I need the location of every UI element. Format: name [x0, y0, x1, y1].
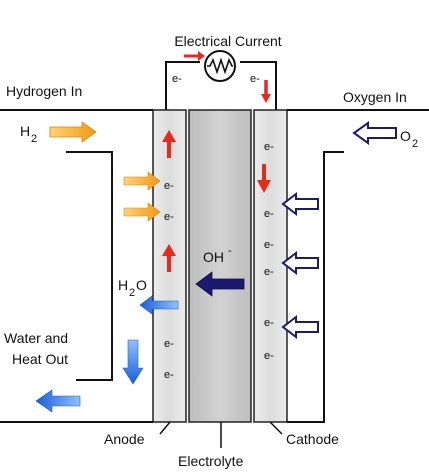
electron-label: e-: [164, 211, 174, 223]
svg-text:2: 2: [31, 133, 37, 145]
svg-text:H: H: [118, 277, 128, 293]
resistor-icon: [204, 50, 236, 82]
current-arrow-red: [184, 51, 205, 61]
electron-label: e-: [250, 73, 260, 85]
electrolyte-layer: [188, 109, 252, 423]
electron-label: e-: [164, 180, 174, 192]
svg-text:2: 2: [412, 138, 418, 150]
svg-text:H: H: [20, 123, 30, 139]
water-down-arrow: [122, 339, 144, 385]
svg-text:2: 2: [129, 287, 135, 299]
cell-housing: [0, 109, 429, 423]
hydrogen-in-label: Hydrogen In: [6, 83, 82, 99]
oxygen-in-label: Oxygen In: [343, 89, 407, 105]
o2-formula: O 2: [400, 128, 418, 150]
cathode-oxygen-arrows: [281, 191, 319, 340]
electron-label: e-: [164, 338, 174, 350]
electron-label: e-: [164, 369, 174, 381]
h2o-formula: H 2 O: [118, 277, 147, 299]
cathode-label: Cathode: [286, 431, 339, 447]
electron-label: e-: [264, 266, 274, 278]
anode-red-up-arrows: [162, 130, 176, 272]
anode-orange-arrows: [123, 171, 161, 222]
current-down-arrow-red: [261, 80, 271, 103]
electron-label: e-: [264, 239, 274, 251]
electron-label: e-: [264, 350, 274, 362]
bottom-leader-lines: [159, 421, 283, 448]
electron-label: e-: [264, 208, 274, 220]
water-exit-arrow: [35, 389, 81, 413]
svg-text:O: O: [136, 277, 147, 293]
svg-text:-: -: [228, 245, 232, 257]
oxygen-inlet-arrow: [352, 121, 397, 145]
hydrogen-inlet-arrow: [49, 121, 97, 143]
anode-label: Anode: [104, 431, 145, 447]
electron-label: e-: [264, 141, 274, 153]
electron-label: e-: [264, 317, 274, 329]
water-heat-label-line1: Water and: [4, 330, 68, 346]
water-heat-label-line2: Heat Out: [12, 351, 68, 367]
hydroxide-arrow: [195, 271, 245, 297]
electrical-current-label: Electrical Current: [174, 33, 281, 49]
svg-text:OH: OH: [203, 249, 224, 265]
external-circuit: [165, 50, 277, 110]
hydroxide-ion-label: OH -: [203, 245, 232, 265]
electron-label: e-: [172, 73, 182, 85]
svg-text:O: O: [400, 128, 411, 144]
water-out-arrow: [139, 295, 179, 315]
h2-formula: H 2: [20, 123, 37, 145]
electrolyte-label: Electrolyte: [178, 453, 244, 469]
cathode-red-down-arrow: [257, 164, 271, 193]
cathode-electrode: [253, 109, 288, 423]
